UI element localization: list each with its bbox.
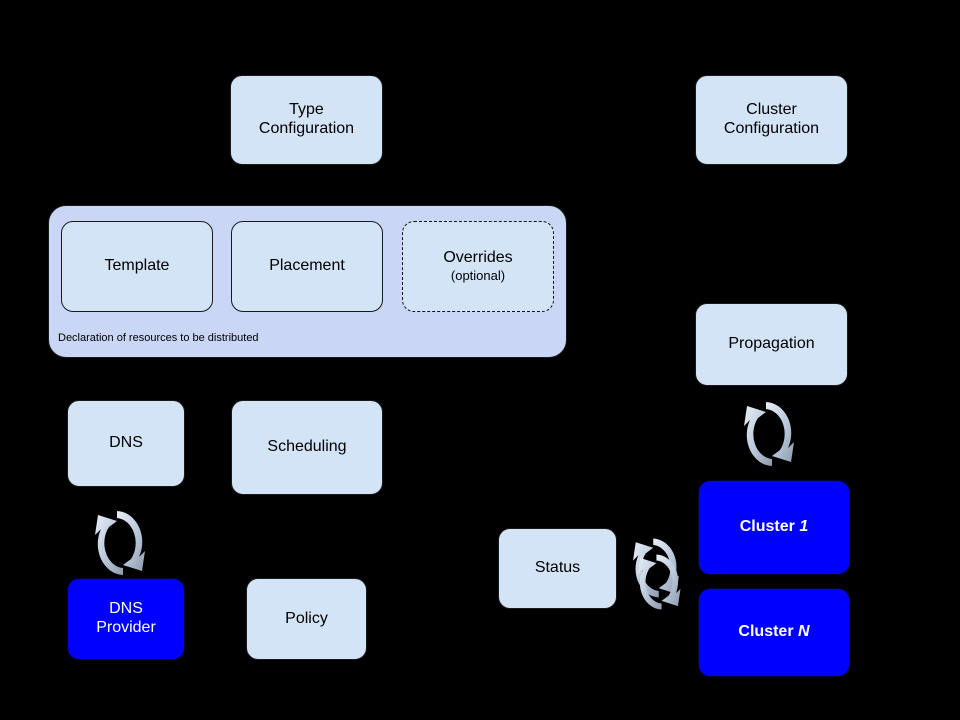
- node-scheduling-label: Scheduling: [267, 438, 347, 456]
- node-cluster-n-prefix: Cluster: [738, 623, 798, 641]
- node-status[interactable]: Status: [498, 528, 617, 609]
- node-status-label: Status: [534, 559, 581, 577]
- node-overrides-sublabel: (optional): [450, 268, 506, 284]
- node-cluster-1-suffix: 1: [799, 518, 809, 536]
- node-cluster-1[interactable]: Cluster 1: [698, 480, 850, 575]
- node-dns[interactable]: DNS: [67, 400, 185, 487]
- node-dns-provider-label: DNS Provider: [96, 600, 156, 636]
- node-policy-label: Policy: [285, 609, 328, 627]
- sync-cycle-icon-dns: [95, 511, 145, 575]
- node-placement[interactable]: Placement: [231, 221, 383, 312]
- node-cluster-configuration-label: Cluster Configuration: [723, 101, 820, 137]
- node-cluster-1-prefix: Cluster: [739, 518, 800, 536]
- node-propagation[interactable]: Propagation: [695, 303, 848, 386]
- node-type-configuration[interactable]: Type Configuration: [230, 75, 383, 165]
- node-overrides-text: Overrides (optional): [443, 249, 512, 283]
- node-type-configuration-label: Type Configuration: [258, 101, 355, 137]
- node-cluster-n-suffix: N: [798, 623, 810, 641]
- node-overrides[interactable]: Overrides (optional): [402, 221, 554, 312]
- node-scheduling[interactable]: Scheduling: [231, 400, 383, 495]
- node-template-label: Template: [104, 257, 170, 275]
- node-placement-label: Placement: [269, 257, 345, 275]
- node-cluster-1-label: Cluster 1: [740, 518, 808, 537]
- node-cluster-n[interactable]: Cluster N: [698, 588, 850, 677]
- node-cluster-n-label: Cluster N: [738, 623, 809, 642]
- node-cluster-configuration[interactable]: Cluster Configuration: [695, 75, 848, 165]
- node-propagation-label: Propagation: [728, 335, 815, 353]
- node-dns-provider[interactable]: DNS Provider: [67, 578, 185, 660]
- node-policy[interactable]: Policy: [246, 578, 367, 660]
- sync-cycle-icon-clusters: [637, 554, 681, 610]
- node-overrides-label: Overrides: [443, 249, 513, 267]
- node-dns-label: DNS: [109, 434, 143, 452]
- sync-cycle-icon-status: [633, 538, 679, 598]
- sync-cycle-icon-propagation: [744, 402, 794, 466]
- group-federated-resource-caption: Declaration of resources to be distribut…: [58, 332, 259, 344]
- node-template[interactable]: Template: [61, 221, 213, 312]
